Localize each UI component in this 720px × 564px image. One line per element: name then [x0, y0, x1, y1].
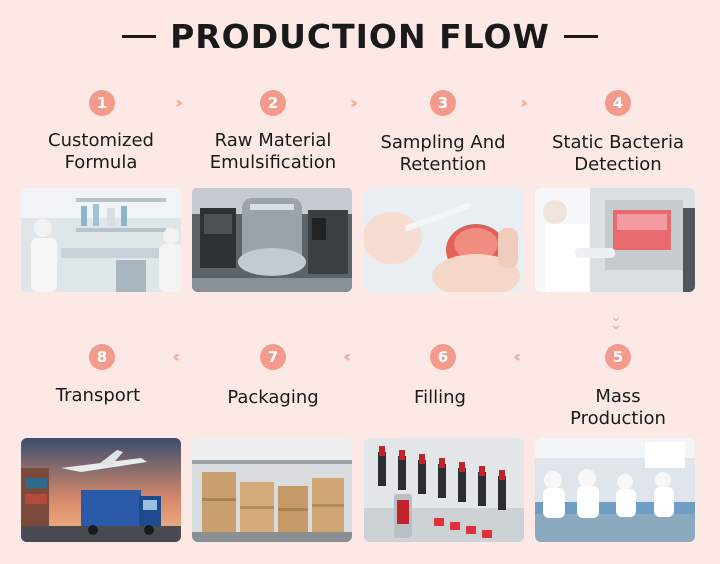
- emulsification-tank-illustration: [192, 188, 352, 292]
- step-badge-5: 5: [605, 344, 631, 370]
- step-label-8: Transport: [55, 385, 141, 406]
- step-label-4: Static Bacteria Detection: [551, 132, 685, 175]
- step-badge-8: 8: [89, 344, 115, 370]
- step-badge-6: 6: [430, 344, 456, 370]
- step-label-3: Sampling And Retention: [380, 132, 506, 175]
- step-badge-3: 3: [430, 90, 456, 116]
- step-badge-7: 7: [260, 344, 286, 370]
- double-chevron-right-icon: ››: [175, 93, 184, 112]
- step-photo-sampling-and-retention: [364, 188, 524, 292]
- step-label-5: Mass Production: [570, 386, 666, 429]
- double-chevron-left-icon: ‹‹: [513, 347, 522, 366]
- step-badge-1: 1: [89, 90, 115, 116]
- incubator-illustration: [535, 188, 695, 292]
- step-label-1: Customized Formula: [48, 130, 154, 173]
- lipstick-filling-illustration: [364, 438, 524, 542]
- double-chevron-left-icon: ‹‹: [343, 347, 352, 366]
- header: PRODUCTION FLOW: [0, 14, 720, 58]
- transport-scene-illustration: [21, 438, 181, 542]
- lab-scene-illustration: [21, 188, 181, 292]
- step-label-2: Raw Material Emulsification: [209, 130, 337, 173]
- step-photo-transport: [21, 438, 181, 542]
- page-title: PRODUCTION FLOW: [170, 16, 550, 56]
- double-chevron-right-icon: ››: [350, 93, 359, 112]
- step-photo-packaging: [192, 438, 352, 542]
- double-chevron-down-icon: ⌄⌄: [610, 309, 622, 333]
- sample-bottle-illustration: [364, 188, 524, 292]
- step-photo-raw-material-emulsification: [192, 188, 352, 292]
- step-badge-4: 4: [605, 90, 631, 116]
- title-dash-left: [122, 34, 157, 38]
- step-photo-static-bacteria-detection: [535, 188, 695, 292]
- step-photo-customized-formula: [21, 188, 181, 292]
- step-photo-filling: [364, 438, 524, 542]
- warehouse-boxes-illustration: [192, 438, 352, 542]
- production-line-illustration: [535, 438, 695, 542]
- double-chevron-right-icon: ››: [520, 93, 529, 112]
- step-label-6: Filling: [414, 387, 466, 408]
- title-dash-right: [563, 34, 598, 38]
- step-label-7: Packaging: [227, 387, 319, 408]
- step-badge-2: 2: [260, 90, 286, 116]
- step-photo-mass-production: [535, 438, 695, 542]
- double-chevron-left-icon: ‹‹: [172, 347, 181, 366]
